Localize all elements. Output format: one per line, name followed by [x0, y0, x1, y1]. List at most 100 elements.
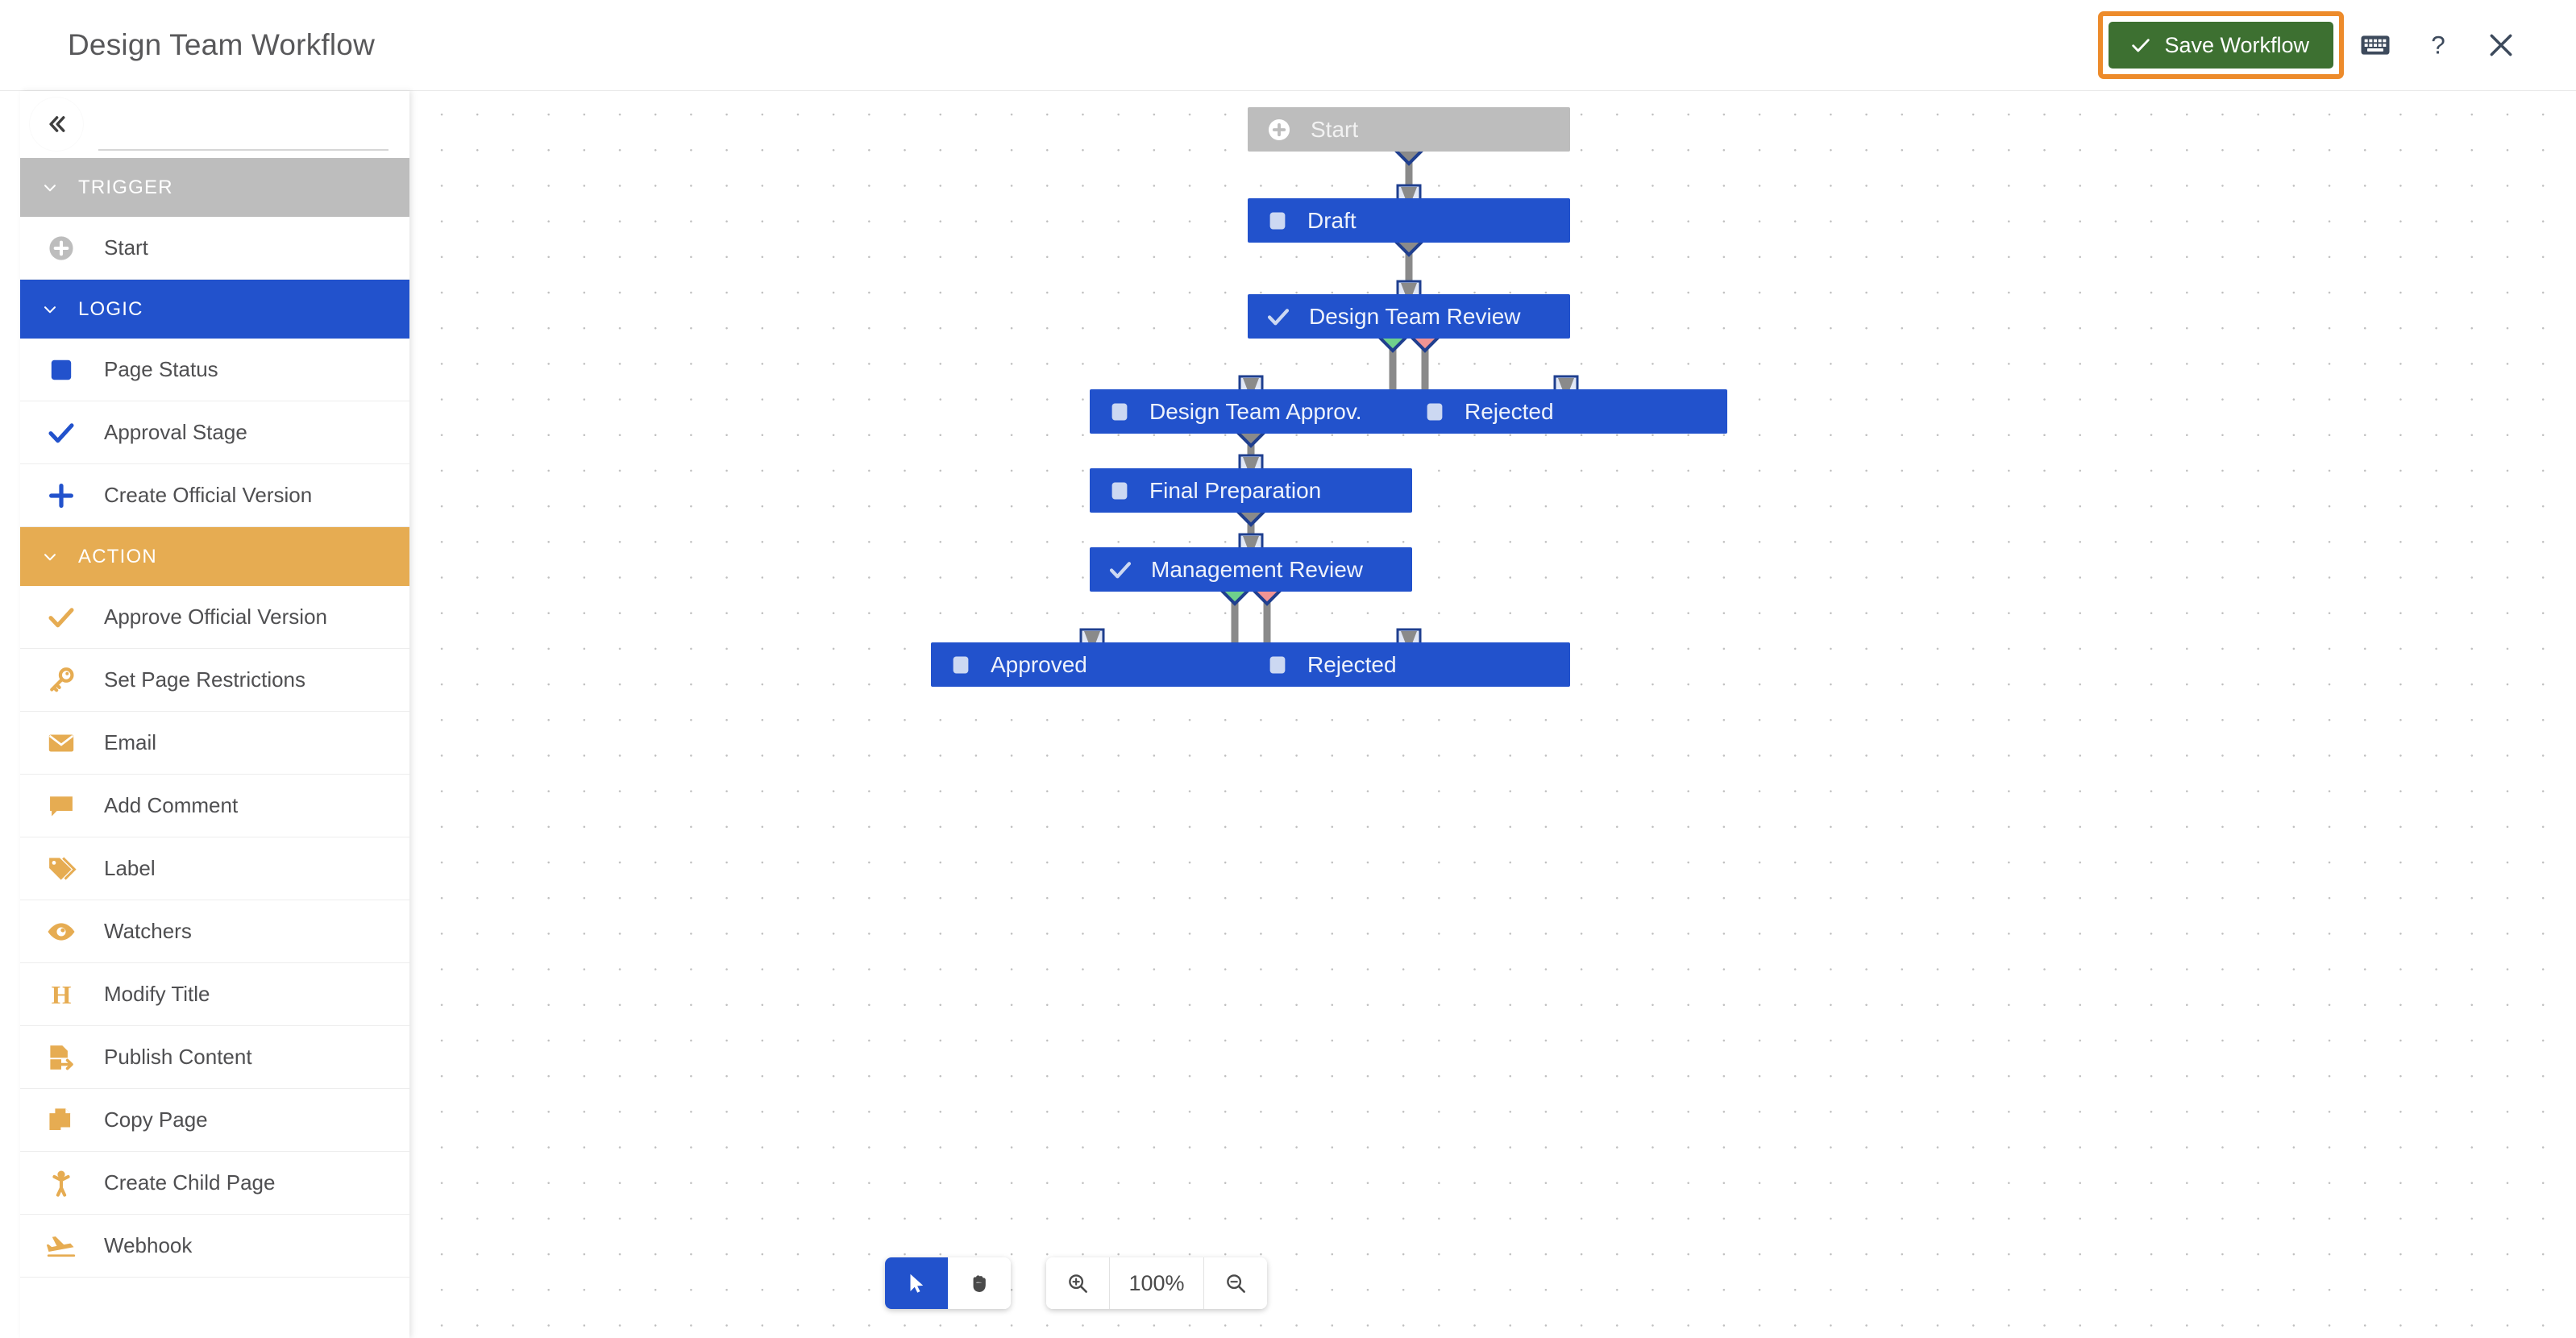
palette-group-header-trigger[interactable]: TRIGGER: [20, 158, 409, 217]
palette-item-label: Set Page Restrictions: [104, 667, 306, 692]
workflow-node-start[interactable]: Start: [1248, 107, 1570, 152]
palette-groups: TRIGGER Start LOGIC Page Status Approval…: [20, 158, 409, 1278]
palette-item-create-child-page[interactable]: Create Child Page: [20, 1152, 409, 1215]
select-tool-button[interactable]: [885, 1257, 948, 1309]
palette-group-label: TRIGGER: [78, 176, 173, 198]
palette-item-label: Approve Official Version: [104, 605, 327, 629]
palette-item-label: Publish Content: [104, 1045, 252, 1069]
palette-item-email[interactable]: Email: [20, 712, 409, 775]
save-button-label: Save Workflow: [2164, 32, 2309, 57]
check-icon: [1107, 557, 1133, 583]
palette-item-label[interactable]: Label: [20, 837, 409, 900]
zoom-group: 100%: [1046, 1257, 1267, 1309]
page-title: Design Team Workflow: [68, 28, 375, 61]
search-input[interactable]: [98, 109, 388, 151]
square-icon: [949, 653, 973, 677]
palette-item-approval-stage[interactable]: Approval Stage: [20, 401, 409, 464]
palette-item-approve-official-version[interactable]: Approve Official Version: [20, 586, 409, 649]
palette-group-label: LOGIC: [78, 297, 143, 320]
collapse-sidebar-button[interactable]: [30, 98, 83, 151]
airplane-icon: [44, 1231, 78, 1261]
workflow-node-appr[interactable]: Approved: [931, 642, 1253, 687]
workflow-node-label: Rejected: [1465, 398, 1554, 424]
square-icon: [1265, 653, 1290, 677]
save-button-highlight: Save Workflow: [2098, 11, 2344, 79]
help-button[interactable]: ?: [2407, 14, 2470, 77]
workflow-node-rej2[interactable]: Rejected: [1248, 642, 1570, 687]
palette-item-label: Create Child Page: [104, 1170, 276, 1195]
palette-item-label: Email: [104, 730, 157, 754]
check-icon: [44, 418, 78, 448]
child-person-icon: [44, 1168, 78, 1199]
question-mark-icon: ?: [2424, 31, 2453, 60]
palette-item-copy-page[interactable]: Copy Page: [20, 1089, 409, 1152]
key-icon: [44, 665, 78, 696]
palette-item-page-status[interactable]: Page Status: [20, 339, 409, 401]
plus-circle-icon: [44, 233, 78, 264]
palette-item-label: Watchers: [104, 919, 192, 943]
workflow-node-draft[interactable]: Draft: [1248, 198, 1570, 243]
workflow-node-dta[interactable]: Design Team Approv.: [1090, 389, 1412, 434]
workflow-node-label: Approved: [991, 651, 1087, 677]
palette-item-modify-title[interactable]: H Modify Title: [20, 963, 409, 1026]
magnifier-minus-icon: [1224, 1271, 1248, 1295]
svg-text:H: H: [52, 981, 72, 1009]
palette-item-label: Add Comment: [104, 793, 239, 817]
workflow-node-label: Start: [1311, 116, 1359, 142]
palette-item-watchers[interactable]: Watchers: [20, 900, 409, 963]
keyboard-icon: [2359, 29, 2391, 61]
copy-pages-icon: [44, 1105, 78, 1136]
workflow-node-rej1[interactable]: Rejected: [1405, 389, 1727, 434]
pan-tool-button[interactable]: [948, 1257, 1011, 1309]
comment-bubble-icon: [44, 791, 78, 821]
workflow-node-label: Management Review: [1151, 556, 1364, 582]
square-icon: [1107, 400, 1132, 424]
double-chevron-left-icon: [44, 112, 69, 136]
palette-item-add-comment[interactable]: Add Comment: [20, 775, 409, 837]
heading-h-icon: H: [44, 979, 78, 1010]
zoom-in-button[interactable]: [1046, 1257, 1109, 1309]
chevron-down-icon: [41, 548, 59, 566]
chevron-down-icon: [41, 301, 59, 318]
envelope-icon: [44, 728, 78, 758]
zoom-level-display[interactable]: 100%: [1109, 1257, 1204, 1309]
palette-group-header-action[interactable]: ACTION: [20, 527, 409, 586]
magnifier-plus-icon: [1066, 1271, 1090, 1295]
publish-document-icon: [44, 1042, 78, 1073]
app-header: Design Team Workflow Save Workflow: [0, 0, 2576, 91]
palette-search-bar: [20, 91, 409, 158]
workflow-node-label: Design Team Review: [1309, 303, 1521, 329]
palette-item-set-page-restrictions[interactable]: Set Page Restrictions: [20, 649, 409, 712]
palette-item-webhook[interactable]: Webhook: [20, 1215, 409, 1278]
palette-item-label: Start: [104, 235, 148, 260]
check-icon: [1265, 304, 1291, 330]
close-icon: [2485, 29, 2517, 61]
close-button[interactable]: [2470, 14, 2532, 77]
palette-item-label: Approval Stage: [104, 420, 247, 444]
square-icon: [1265, 209, 1290, 233]
palette-item-label: Modify Title: [104, 982, 210, 1006]
workflow-node-label: Draft: [1307, 207, 1357, 233]
workflow-node-dtr[interactable]: Design Team Review: [1248, 294, 1570, 339]
check-icon: [44, 602, 78, 633]
workflow-node-label: Final Preparation: [1149, 477, 1322, 503]
palette-item-label: Page Status: [104, 357, 218, 381]
palette-item-publish-content[interactable]: Publish Content: [20, 1026, 409, 1089]
palette-item-label: Webhook: [104, 1233, 193, 1257]
palette-item-create-official-version[interactable]: Create Official Version: [20, 464, 409, 527]
palette-group-label: ACTION: [78, 545, 157, 567]
workflow-node-mgmt[interactable]: Management Review: [1090, 547, 1412, 592]
square-icon: [44, 355, 78, 385]
palette-item-start[interactable]: Start: [20, 217, 409, 280]
tool-mode-group: [885, 1257, 1011, 1309]
palette-group-header-logic[interactable]: LOGIC: [20, 280, 409, 339]
workflow-node-finprep[interactable]: Final Preparation: [1090, 468, 1412, 513]
zoom-out-button[interactable]: [1204, 1257, 1267, 1309]
workflow-canvas[interactable]: Start Draft Design Team Review Design Te…: [415, 91, 2576, 1338]
check-icon: [2129, 34, 2152, 56]
keyboard-shortcuts-button[interactable]: [2344, 14, 2407, 77]
node-palette-sidebar: TRIGGER Start LOGIC Page Status Approval…: [20, 91, 409, 1338]
square-icon: [1107, 479, 1132, 503]
palette-item-label: Copy Page: [104, 1107, 208, 1132]
save-workflow-button[interactable]: Save Workflow: [2109, 22, 2333, 69]
